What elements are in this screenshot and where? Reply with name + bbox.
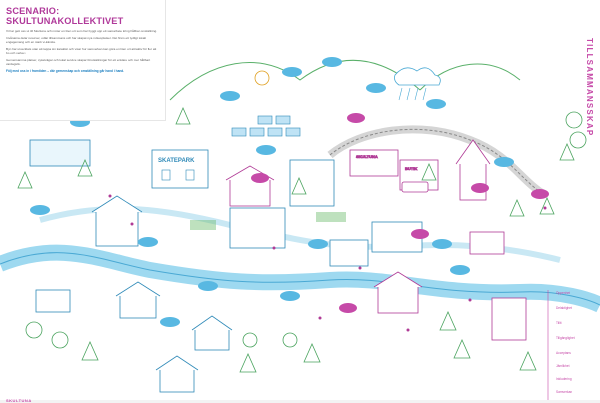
houses-pink: SKULTUNA BUTIK (225, 139, 527, 341)
shop-sign: BUTIK (405, 166, 417, 171)
scenario-panel: SCENARIO: SKULTUNAKOLLEKTIVET Vi har get… (0, 0, 166, 121)
skatepark-sign: SKATEPARK (158, 158, 195, 164)
rain-lines (398, 87, 427, 101)
scenario-paragraph-1: Vi har gett oss ut till Skultuna och möt… (6, 29, 158, 33)
legend-item: Inkludering (556, 377, 572, 381)
scenario-paragraph-4: Gemensamma platser, cykelvägar och lokal… (6, 58, 151, 66)
people (108, 194, 547, 332)
legend-item: Tillgänglighet (556, 336, 575, 340)
bottom-text: SKULTUNA (6, 398, 32, 403)
scenario-paragraph-2: Invånarna delar resurser, odlar tillsamm… (6, 36, 146, 44)
skatepark-building: SKATEPARK (151, 149, 209, 189)
legend-item: Jämlikhet (556, 364, 570, 368)
scenario-paragraph-3: Byn har utvecklats utan att tappa sin ka… (6, 47, 157, 55)
fields (190, 212, 346, 230)
houses-blue (29, 139, 423, 393)
legend-item: Delaktighet (556, 306, 572, 310)
side-title: TILLSAMMANSSKAP (585, 38, 594, 137)
sun-icon (254, 70, 270, 86)
legend-item: Samverkan (556, 390, 573, 394)
station-sign: SKULTUNA (356, 154, 378, 159)
bottom-strip (0, 400, 600, 403)
speech-bubbles-pink (251, 113, 549, 313)
legend-item: Acceptans (556, 351, 571, 355)
river (0, 244, 600, 313)
scenario-cta: Följ med oss in i framtiden – där gemens… (6, 69, 125, 73)
speech-bubbles (30, 57, 514, 327)
legend-item: Tillit (556, 321, 562, 325)
solar-panels (231, 115, 301, 137)
scenario-title: SCENARIO: SKULTUNAKOLLEKTIVET (6, 6, 124, 26)
bus (401, 181, 429, 193)
legend-item: Öppenhet (556, 291, 571, 295)
trees (17, 89, 587, 373)
